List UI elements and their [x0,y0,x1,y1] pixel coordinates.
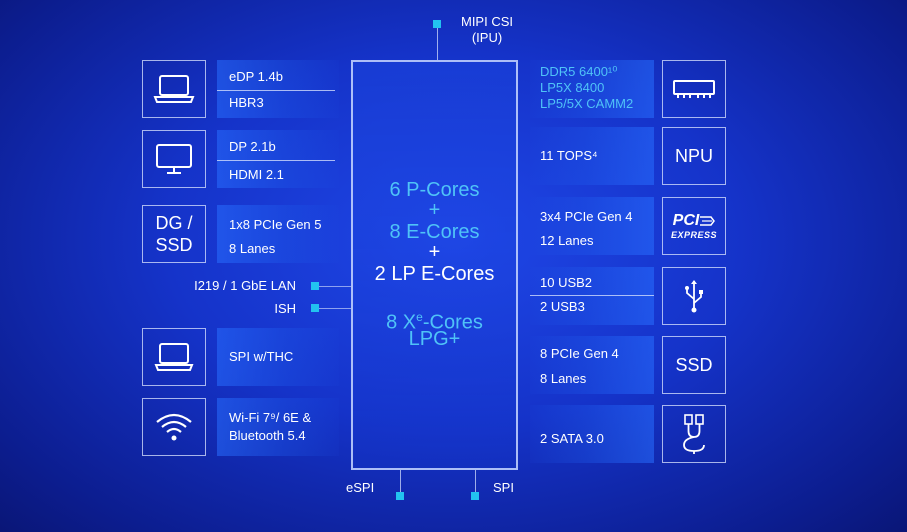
pcie-line1: 3x4 PCIe Gen 4 [540,209,633,224]
pcie-logo-text: PCI [672,211,700,229]
wifi-label-box: Wi-Fi 7⁹/ 6E & Bluetooth 5.4 [217,398,339,456]
wifi-icon-box [142,398,206,456]
dg-ssd-icon-box: DG / SSD [142,205,206,263]
spi-thc-label-box: SPI w/THC [217,328,339,386]
usb-line2: 2 USB3 [540,299,585,314]
ssd-line2: 8 Lanes [540,371,587,386]
xe-cores-label: 8 Xe-Cores [386,310,483,334]
spi-connector-line [475,470,476,492]
monitor-icon-box [142,130,206,188]
edp-divider [217,90,335,91]
dg-icon-text: DG / [155,213,193,233]
memory-line1: DDR5 6400¹⁰ [540,64,618,79]
ssd-icon-box: SSD [662,336,726,394]
spi-thc-line1: SPI w/THC [229,349,294,364]
e-cores-label: 8 E-Cores [389,221,480,243]
sata-cable-icon [683,414,705,454]
laptop-icon [153,75,195,103]
npu-tops-text: 11 TOPS⁴ [540,148,598,163]
memory-icon-box [662,60,726,118]
ish-connector-dot [311,304,319,312]
lpg-label: LPG+ [408,328,461,350]
laptop-touch-icon-box [142,328,206,386]
usb-line1: 10 USB2 [540,275,593,290]
dg-label-box: 1x8 PCIe Gen 5 8 Lanes [217,205,339,263]
ish-label: ISH [274,301,296,316]
memory-line2: LP5X 8400 [540,80,605,95]
dp-divider [217,160,335,161]
npu-label-box: 11 TOPS⁴ [530,127,654,185]
pcie-label-box: 3x4 PCIe Gen 4 12 Lanes [530,197,654,255]
spi-connector-dot [471,492,479,500]
lan-connector-dot [311,282,319,290]
dg-line2: 8 Lanes [229,241,276,256]
mipi-connector-dot [433,20,441,28]
pcie-logo-box: PCI EXPRESS [662,197,726,255]
espi-label: eSPI [346,480,375,495]
lan-connector-line [319,286,351,287]
dp-line1: DP 2.1b [229,139,276,154]
ssd-icon-text: SSD [155,235,193,255]
pcie-express-text: EXPRESS [670,229,718,240]
wifi-line1: Wi-Fi 7⁹/ 6E & [229,410,312,425]
edp-line1: eDP 1.4b [229,69,283,84]
mipi-connector-line [437,28,438,60]
wifi-line2: Bluetooth 5.4 [229,428,306,443]
espi-connector-line [400,470,401,492]
dp-label-box: DP 2.1b HDMI 2.1 [217,130,339,188]
npu-icon-box: NPU [662,127,726,185]
sata-label-box: 2 SATA 3.0 [530,405,654,463]
p-cores-label: 6 P-Cores [389,179,480,201]
ssd-label-box: 8 PCIe Gen 4 8 Lanes [530,336,654,394]
plus-sign: + [428,241,441,263]
plus-sign: + [428,199,441,221]
memory-label-box: DDR5 6400¹⁰ LP5X 8400 LP5/5X CAMM2 [530,60,654,118]
sata-icon-box [662,405,726,463]
lp-e-cores-label: 2 LP E-Cores [374,263,495,285]
wifi-icon [156,413,192,441]
pcie-arrow-icon [700,215,716,226]
edp-line2: HBR3 [229,95,264,110]
ssd-line1: 8 PCIe Gen 4 [540,346,619,361]
monitor-icon [156,144,192,174]
sata-line1: 2 SATA 3.0 [540,431,604,446]
ish-connector-line [319,308,351,309]
edp-label-box: eDP 1.4b HBR3 [217,60,339,118]
memory-module-icon [673,80,715,98]
espi-connector-dot [396,492,404,500]
soc-block: 6 P-Cores + 8 E-Cores + 2 LP E-Cores 8 X… [351,60,518,470]
mipi-label: MIPI CSI (IPU) [460,14,513,45]
dg-line1: 1x8 PCIe Gen 5 [229,217,322,232]
usb-divider [530,295,654,296]
npu-icon-text: NPU [674,146,713,166]
pcie-line2: 12 Lanes [540,233,594,248]
laptop-icon [154,343,194,371]
usb-icon-box [662,267,726,325]
laptop-icon-box [142,60,206,118]
spi-label: SPI [493,480,514,495]
ssd-icon-text: SSD [675,355,713,375]
dp-line2: HDMI 2.1 [229,167,284,182]
usb-icon [685,280,703,313]
lan-label: I219 / 1 GbE LAN [194,278,296,293]
usb-label-box: 10 USB2 2 USB3 [530,267,654,325]
memory-line3: LP5/5X CAMM2 [540,96,634,111]
